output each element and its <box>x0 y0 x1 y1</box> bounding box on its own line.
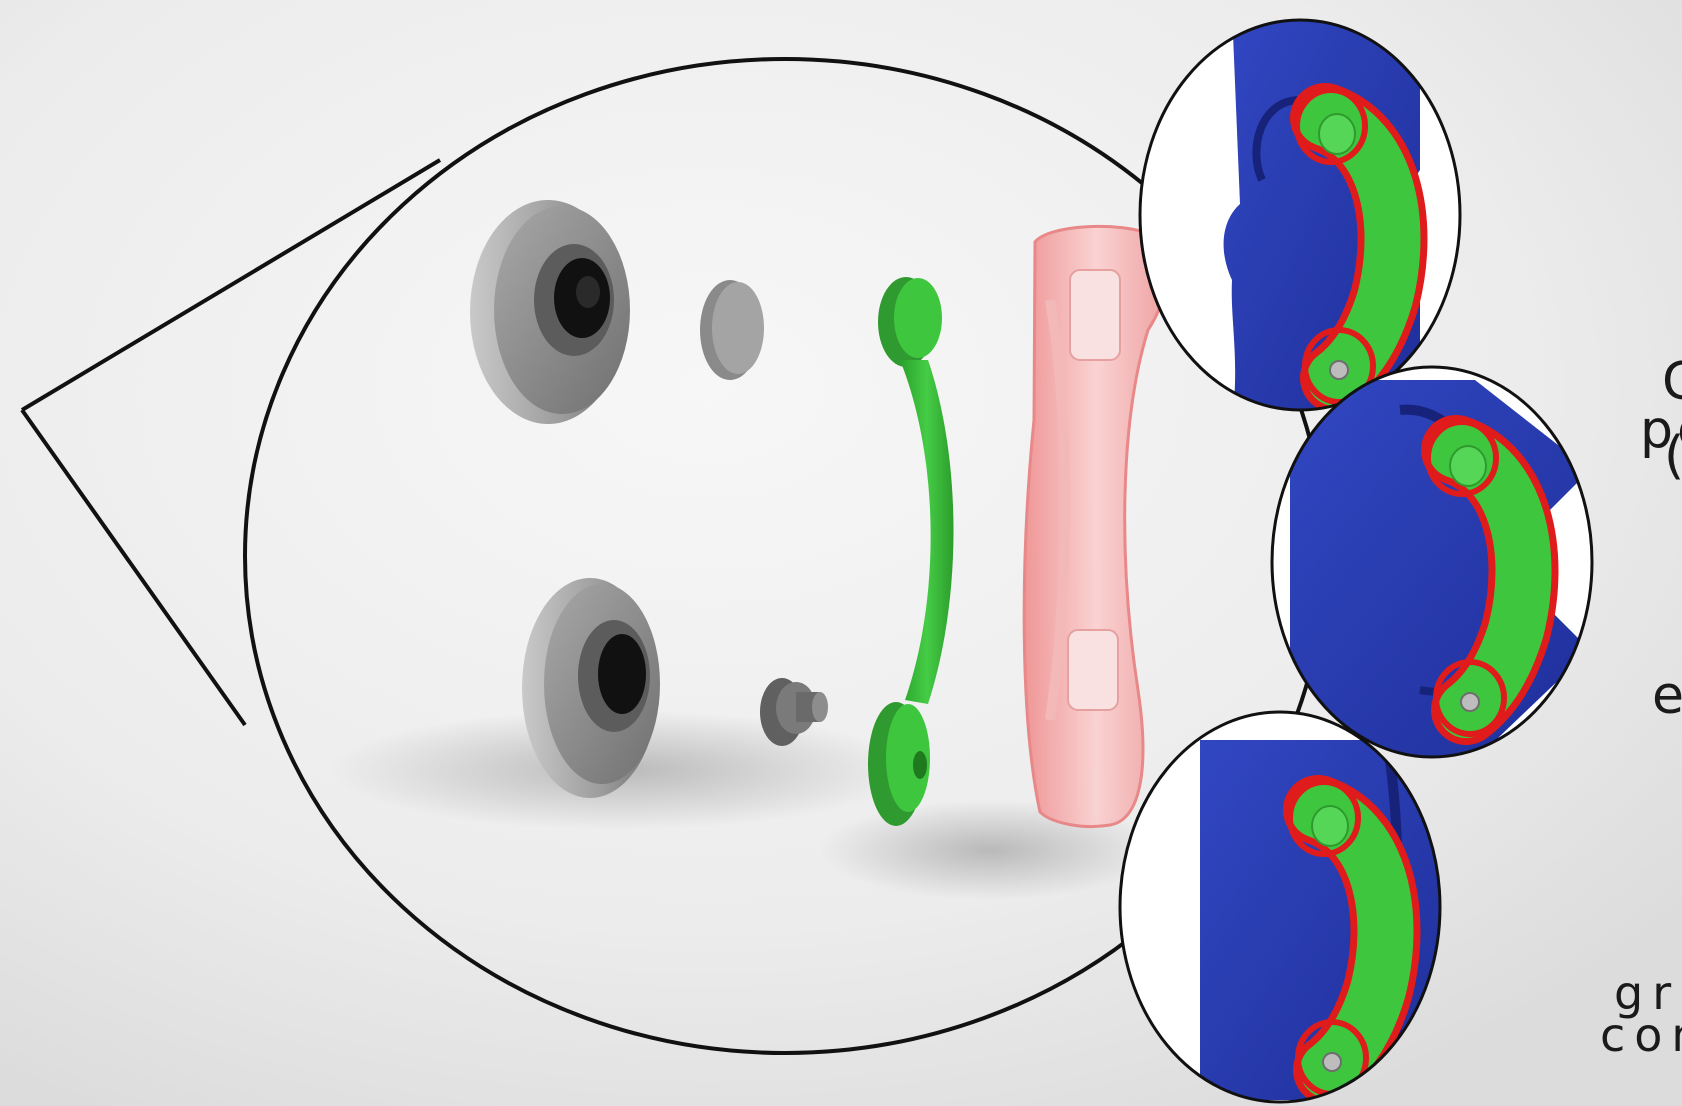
label-middle-right: e <box>1652 666 1682 726</box>
detail-middle <box>1270 365 1594 759</box>
detail-top <box>1138 18 1462 412</box>
label-top-right-line1: C <box>1662 356 1682 408</box>
callout-cone <box>20 158 442 727</box>
large-gray-disc-bottom <box>522 578 660 798</box>
green-link <box>868 277 954 826</box>
label-top-right-line2: pe <box>1640 400 1682 460</box>
small-gray-pin-top <box>700 280 764 380</box>
pink-housing <box>1022 224 1170 829</box>
large-gray-disc-top <box>470 200 630 424</box>
detail-bottom <box>1118 710 1442 1104</box>
small-gray-pin-bottom <box>760 678 828 746</box>
label-top-right-line3: ( <box>1664 430 1682 482</box>
label-bottom-right-line1: graz <box>1614 966 1682 1020</box>
label-bottom-right-line2: confo <box>1600 1008 1682 1062</box>
